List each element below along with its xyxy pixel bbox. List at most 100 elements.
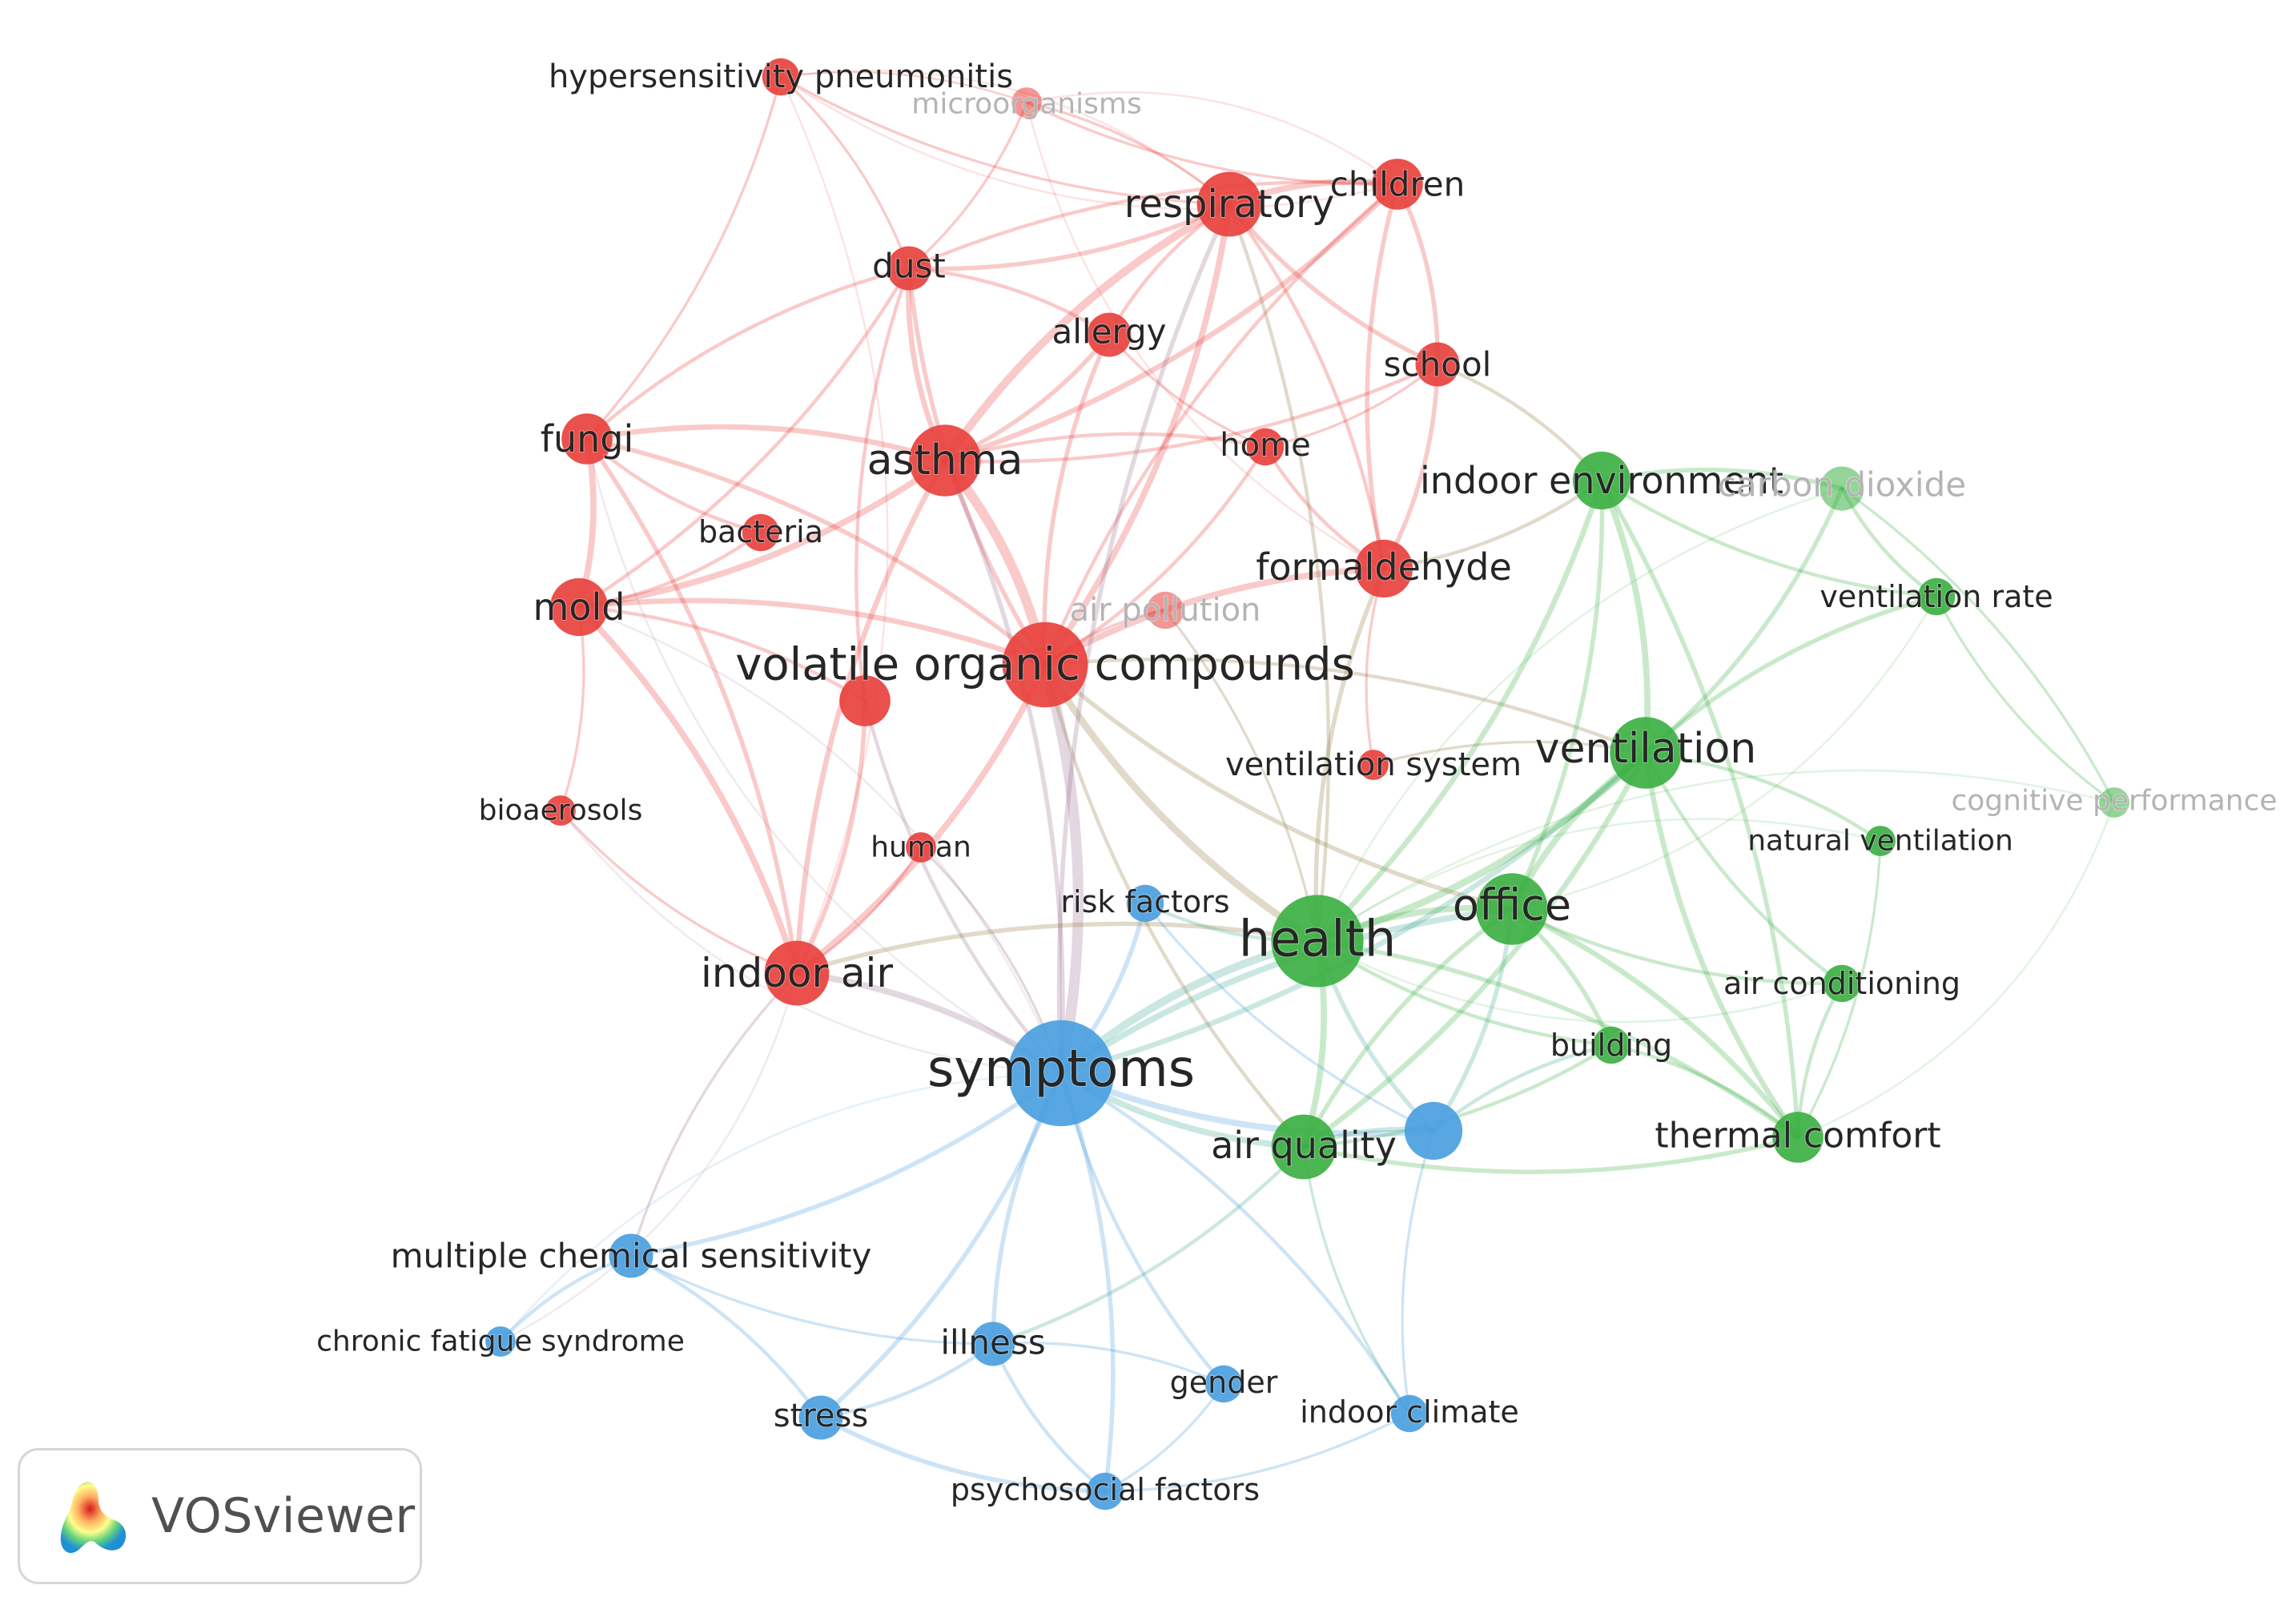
link-indoorair-mcs [629,971,798,1257]
node-bacteria[interactable] [742,513,780,552]
node-label-gender: gender [1170,1365,1278,1400]
node-cfs[interactable] [485,1326,516,1357]
node-home[interactable] [1246,428,1285,466]
link-indoorair-health [794,921,1320,975]
link-asthma-resp [941,200,1233,465]
node-cognitive[interactable] [2099,787,2129,818]
link-indoorair-bioaerosols [559,809,798,975]
node-micro[interactable] [1011,87,1042,118]
node-formaldehyde[interactable] [1354,539,1413,598]
node-label-bioaerosols: bioaerosols [479,794,643,827]
link-fungi-hp [585,75,782,440]
link-illness-gender [991,1342,1225,1386]
node-anon[interactable] [839,675,891,726]
node-label-mold: mold [533,585,625,629]
link-cognitive-health [1317,769,2115,943]
link-anon-symptoms [863,698,1064,1076]
node-aircond[interactable] [1823,964,1861,1003]
node-risk[interactable] [1126,884,1164,923]
node-ventilation[interactable] [1610,717,1682,789]
node-fungi[interactable] [561,413,613,465]
link-asthma-mold [576,457,948,610]
node-asthma[interactable] [909,424,981,497]
node-bioaerosols[interactable] [545,795,576,826]
link-ventilation-thermal [1643,750,1801,1140]
link-asthma-home [943,432,1268,463]
link-mcs-illness [629,1254,995,1346]
node-label-ventsys: ventilation system [1225,746,1522,783]
node-dust[interactable] [887,246,931,291]
link-thermal-airquality [1301,1135,1800,1175]
node-label-mcs: multiple chemical sensitivity [391,1237,872,1276]
node-label-risk: risk factors [1060,884,1229,919]
link-children-school [1395,182,1440,367]
node-school[interactable] [1415,342,1460,387]
node-office[interactable] [1476,873,1548,945]
node-label-psycho: psychosocial factors [951,1472,1260,1507]
node-hp[interactable] [762,58,800,96]
link-asthma-school [943,362,1440,464]
link-ventsys-ventilation [1372,740,1647,766]
link-resp-dust [907,202,1232,272]
link-dust-hp [779,75,911,270]
node-natvent[interactable] [1865,826,1896,856]
link-ventilation-ventrate [1643,594,1939,755]
link-airquality-indoorclimate [1302,1145,1411,1415]
node-mold[interactable] [549,577,609,637]
link-anon-dust [854,266,911,703]
link-ventrate-office [1511,596,1938,911]
node-label-natvent: natural ventilation [1747,825,2013,858]
link-symptoms-ventilation [1058,750,1649,1076]
node-ventrate[interactable] [1917,577,1956,616]
node-ventsys[interactable] [1358,750,1389,780]
link-aircond-health [1317,939,1843,1024]
link-voc-symptoms [1039,659,1084,1079]
node-airpoll[interactable] [1146,591,1184,630]
node-sbs[interactable] [1404,1101,1463,1161]
link-sbs-indoorclimate [1401,1129,1435,1415]
link-cfs-symptoms [500,1072,1062,1342]
node-children[interactable] [1372,159,1423,210]
node-symptoms[interactable] [1007,1020,1115,1127]
link-airquality-building [1301,1043,1614,1149]
node-voc[interactable] [1002,622,1088,708]
link-hp-indoorair [779,76,889,974]
link-psycho-indoorclimate [1104,1412,1411,1493]
node-allergy[interactable] [1087,312,1132,357]
link-voc-office [1043,662,1514,911]
node-mcs[interactable] [609,1233,653,1278]
link-gender-psycho [1104,1382,1225,1493]
node-illness[interactable] [971,1321,1015,1366]
node-indoorclimate[interactable] [1390,1394,1429,1433]
node-label-hp: hypersensitivity pneumonitis [549,58,1013,95]
node-indoorair[interactable] [764,940,830,1006]
link-asthma-symptoms [943,458,1065,1076]
node-label-allergy: allergy [1052,312,1167,352]
link-illness-stress [818,1342,995,1420]
link-thermal-building [1609,1043,1800,1140]
link-health-indoorenv [1314,477,1605,944]
node-psycho[interactable] [1086,1472,1124,1511]
node-airquality[interactable] [1271,1114,1337,1180]
node-label-co2: carbon dioxide [1718,465,1966,505]
link-children-micro [1025,101,1399,186]
link-voc-mold [576,597,1048,668]
node-stress[interactable] [798,1395,843,1440]
node-co2[interactable] [1820,466,1864,511]
node-label-indoorclimate: indoor climate [1300,1394,1519,1430]
node-human[interactable] [906,832,936,863]
link-dust-micro [907,101,1028,270]
node-label-fungi: fungi [541,417,633,461]
node-resp[interactable] [1196,171,1262,237]
node-health[interactable] [1271,895,1364,988]
link-indoorair-anon [794,698,867,975]
node-indoorenv[interactable] [1572,451,1631,510]
link-sbs-risk [1144,902,1435,1132]
node-gender[interactable] [1204,1365,1243,1403]
link-asthma-indoorair [794,457,948,976]
node-building[interactable] [1592,1026,1631,1064]
node-thermal[interactable] [1772,1112,1824,1163]
link-hp-micro [779,71,1028,104]
link-symptoms-stress [818,1071,1064,1420]
link-voc-resp [1042,201,1232,668]
